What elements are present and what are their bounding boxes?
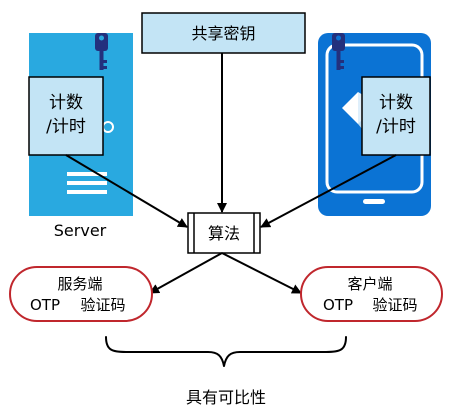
shared-key-label: 共享密钥 — [191, 24, 255, 43]
algorithm-label: 算法 — [208, 224, 240, 243]
phone-key-icon — [332, 33, 345, 70]
shared-key-box: 共享密钥 — [141, 12, 306, 54]
client-counter-box: 计数 /计时 — [361, 76, 431, 156]
server-caption: Server — [54, 221, 107, 240]
client-otp-title: 客户端 — [347, 275, 392, 293]
server-otp-verify: 验证码 — [80, 296, 125, 314]
server-counter-line1: 计数 — [49, 93, 83, 113]
arrow-algorithm-to-server-otp — [149, 252, 223, 294]
algorithm-box: 算法 — [187, 212, 261, 254]
server-otp-title: 服务端 — [57, 275, 102, 293]
server-counter-box: 计数 /计时 — [28, 76, 104, 156]
client-counter-line2: /计时 — [376, 117, 416, 137]
comparison-brace — [105, 336, 347, 367]
arrow-algorithm-to-client-otp — [221, 252, 302, 294]
server-otp-oval: 服务端 OTP 验证码 — [9, 266, 153, 322]
client-counter-line1: 计数 — [379, 93, 413, 113]
server-otp-label: OTP — [30, 296, 60, 314]
arrow-client-to-algorithm — [260, 154, 397, 228]
client-otp-oval: 客户端 OTP 验证码 — [300, 266, 443, 322]
key-icon — [95, 33, 108, 70]
client-otp-label: OTP — [323, 296, 353, 314]
server-counter-line2: /计时 — [46, 117, 86, 137]
client-otp-verify: 验证码 — [372, 296, 417, 314]
comparison-caption: 具有可比性 — [186, 388, 266, 407]
arrow-server-to-algorithm — [65, 154, 188, 228]
